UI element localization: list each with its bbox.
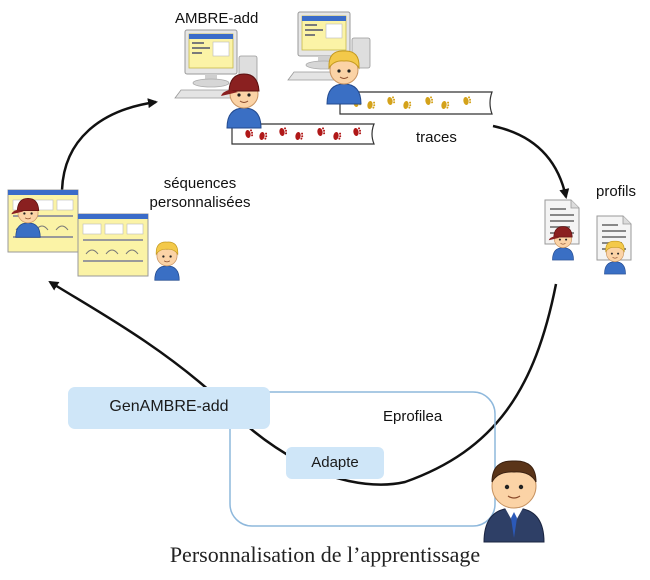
ambre-add-label: AMBRE-add [175, 10, 259, 27]
traces-label: traces [416, 129, 457, 146]
adapte-box [286, 447, 384, 479]
sequences-label-line2: personnalisées [149, 194, 251, 211]
sequence-window-icon [77, 213, 149, 277]
profils-label: profils [596, 183, 637, 200]
eprofilea-label: Eprofilea [383, 408, 443, 425]
adapte-label: Adapte [311, 454, 359, 471]
student-avatar-icon [604, 240, 626, 275]
teacher-avatar-icon [483, 460, 545, 543]
footprint-trail-icon [339, 91, 493, 115]
student-avatar-icon [326, 50, 362, 105]
footprint-trail-icon [231, 123, 375, 145]
genambre-box [68, 387, 270, 429]
arrow-genambre-to-sequences [48, 280, 301, 464]
sequences-label-line1: séquences [163, 175, 237, 192]
figure-caption: Personnalisation de l’apprentissage [169, 542, 481, 567]
student-avatar-icon [154, 241, 180, 281]
eprofilea-container [229, 391, 496, 527]
genambre-add-label: GenAMBRE-add [109, 398, 229, 415]
arrow-traces-to-profils [492, 124, 570, 199]
sequence-window-icon [7, 189, 79, 253]
arrow-to-ambre [60, 98, 158, 191]
